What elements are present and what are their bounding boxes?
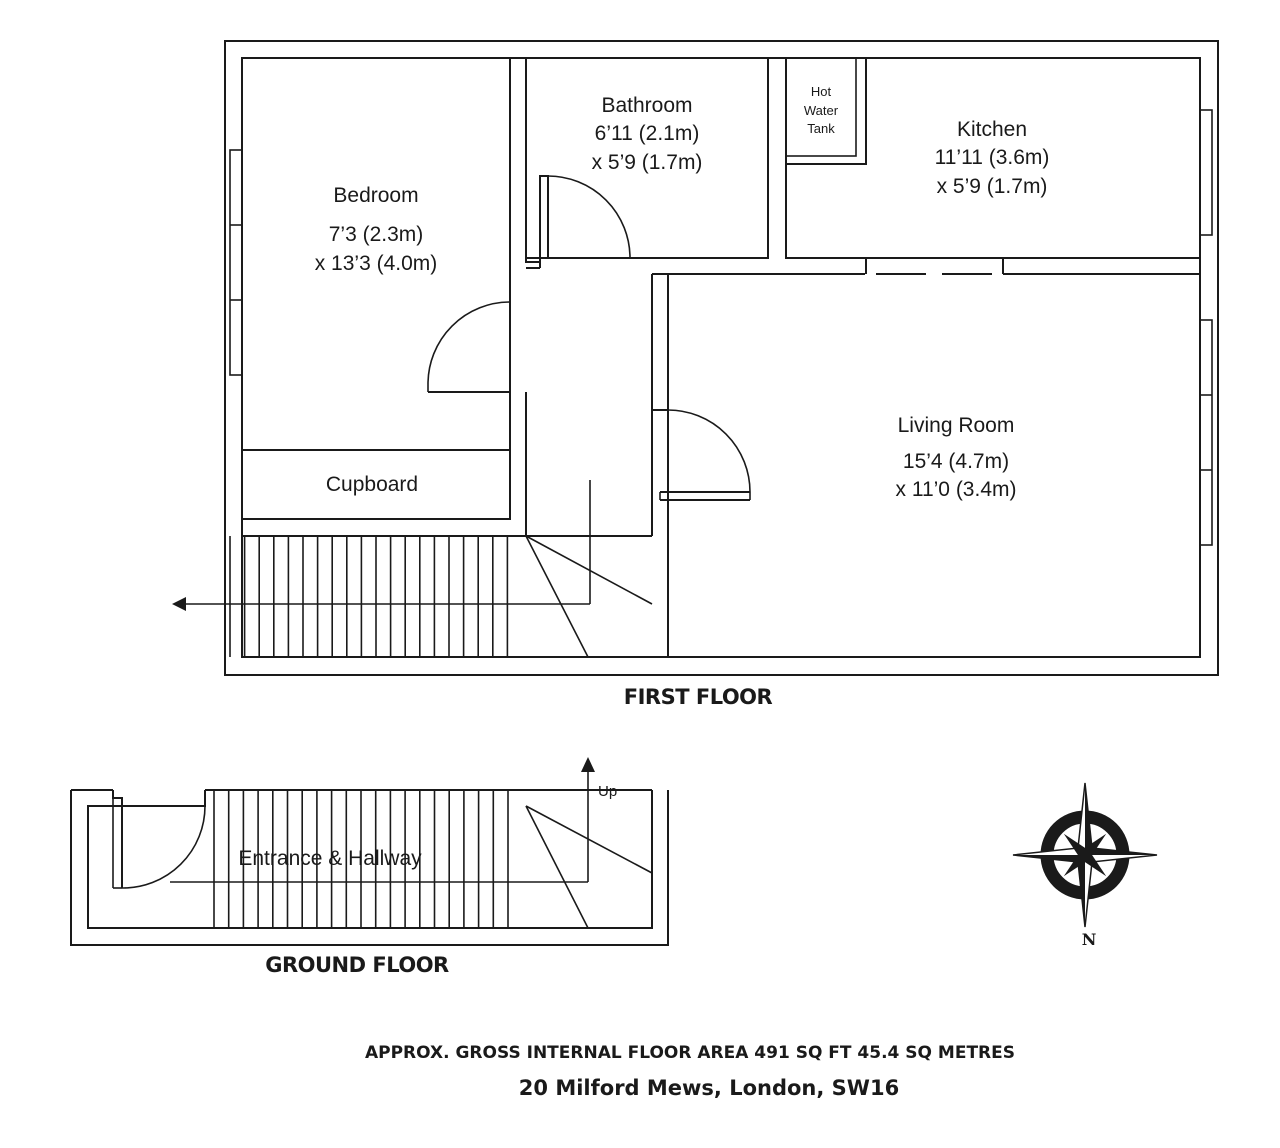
living-room-windows <box>1199 319 1213 546</box>
living-room-dimension-1: 15’4 (4.7m) <box>903 450 1009 473</box>
hot-water-tank-label-2: Water <box>804 103 839 118</box>
bedroom-windows <box>229 149 243 376</box>
ground-floor-stair-treads <box>213 790 509 928</box>
up-arrow-icon <box>581 757 595 772</box>
first-floor-outer-wall <box>224 40 1219 676</box>
kitchen-dimension-2: x 5’9 (1.7m) <box>937 175 1048 198</box>
ground-floor-stairs <box>170 757 653 929</box>
first-floor-inner-wall <box>241 57 1201 658</box>
north-label: N <box>1082 930 1097 949</box>
bathroom-name: Bathroom <box>601 94 692 117</box>
kitchen-living-partition <box>651 257 1200 657</box>
hot-water-tank-label-3: Tank <box>807 121 835 136</box>
bathroom-dimension-1: 6’11 (2.1m) <box>595 122 700 145</box>
first-floor-plan: Bedroom 7’3 (2.3m) x 13’3 (4.0m) Cupboar… <box>172 40 1219 709</box>
compass-rose-icon: N <box>1012 782 1158 949</box>
bedroom-dimension-2: x 13’3 (4.0m) <box>315 252 438 275</box>
first-floor-title: FIRST FLOOR <box>624 685 773 709</box>
ground-floor-plan: Up Entrance & Hallway GROUND FLOOR <box>70 757 669 977</box>
entrance-hallway-name: Entrance & Hallway <box>238 847 422 870</box>
bedroom-name: Bedroom <box>333 184 418 207</box>
floor-area-text: APPROX. GROSS INTERNAL FLOOR AREA 491 SQ… <box>365 1043 1015 1063</box>
ground-floor-title: GROUND FLOOR <box>265 953 449 977</box>
bedroom-dimension-1: 7’3 (2.3m) <box>329 223 424 246</box>
kitchen-name: Kitchen <box>957 118 1027 141</box>
down-arrow-icon <box>172 597 186 611</box>
first-floor-stairs <box>172 480 653 658</box>
cupboard-name: Cupboard <box>326 473 418 496</box>
living-room-door <box>652 409 751 501</box>
bedroom-door <box>427 301 511 393</box>
first-floor-stair-treads <box>229 536 509 657</box>
kitchen-dimension-1: 11’11 (3.6m) <box>935 146 1050 169</box>
kitchen-walls <box>767 57 1213 259</box>
bathroom-dimension-2: x 5’9 (1.7m) <box>592 151 703 174</box>
hot-water-tank-label-1: Hot <box>811 84 832 99</box>
bedroom-walls <box>242 58 527 537</box>
stair-up-label: Up <box>598 783 617 800</box>
living-room-dimension-2: x 11’0 (3.4m) <box>896 478 1017 501</box>
living-room-name: Living Room <box>898 414 1015 437</box>
property-address: 20 Milford Mews, London, SW16 <box>519 1076 899 1100</box>
